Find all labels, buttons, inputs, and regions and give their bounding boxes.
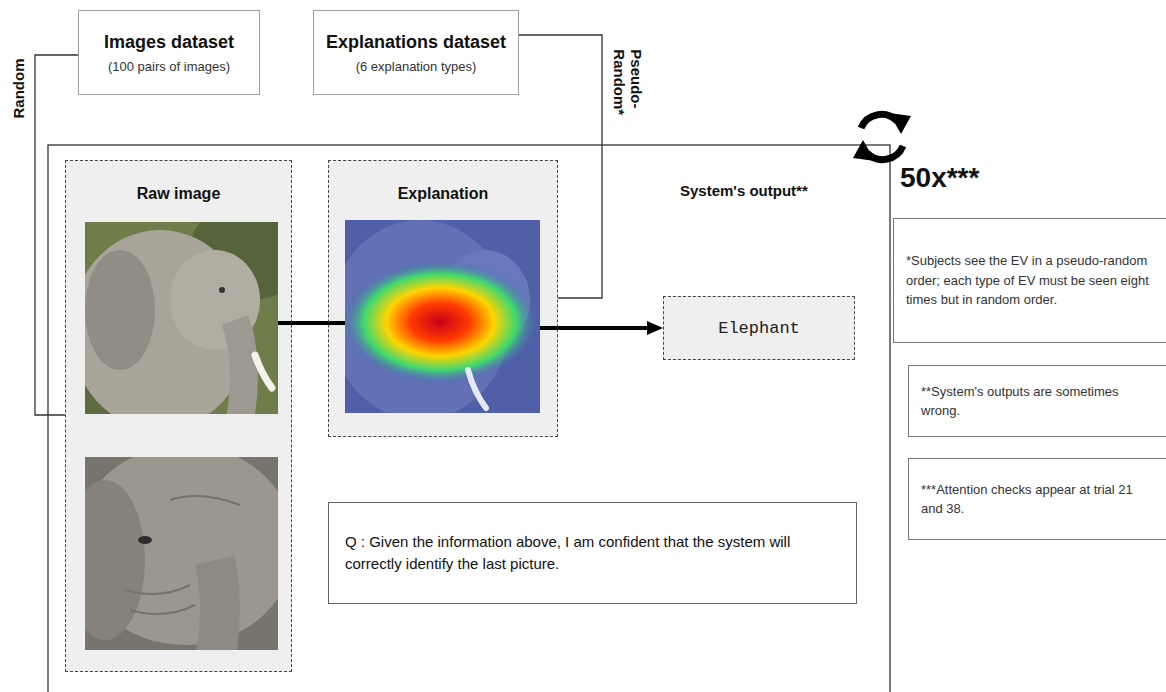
node-subtext: (6 explanation types)	[356, 59, 477, 74]
repeat-arrowhead	[889, 113, 911, 134]
trial-frame	[48, 145, 890, 692]
image-panel: Raw image	[65, 160, 292, 672]
node-text: **System's outputs are sometimes wrong.	[921, 382, 1155, 421]
node-text: Elephant	[718, 319, 800, 338]
node-text: *Subjects see the EV in a pseudo-random …	[906, 251, 1155, 310]
elephant-ear	[85, 480, 145, 640]
dataset-box: Explanations dataset (6 explanation types…	[313, 10, 519, 95]
elephant-tusk	[468, 370, 486, 408]
connector-line	[35, 55, 78, 415]
elephant-eye	[138, 536, 152, 544]
footnote-box: ***Attention checks appear at trial 21 a…	[908, 458, 1166, 540]
node-text: Explanations dataset	[326, 32, 506, 53]
elephant-photo	[85, 457, 278, 650]
node-text: Q : Given the information above, I am co…	[345, 531, 840, 575]
panel-fill	[328, 160, 558, 437]
heatmap-explanation	[345, 220, 540, 413]
skin-wrinkles	[125, 496, 240, 614]
connector-line	[278, 321, 345, 325]
connector-line	[519, 35, 602, 298]
node-text: Explanation	[329, 185, 557, 203]
elephant-trunk	[215, 560, 220, 650]
elephant-ear	[85, 250, 155, 370]
repeat-icon	[853, 113, 911, 161]
node-text: Images dataset	[104, 32, 234, 53]
footnote-box: *Subjects see the EV in a pseudo-random …	[893, 218, 1166, 343]
node-subtext: (100 pairs of images)	[108, 59, 230, 74]
column-heading: System's output**	[680, 182, 808, 199]
dataset-box: Images dataset (100 pairs of images)	[78, 10, 260, 95]
question-box: Q : Given the information above, I am co…	[328, 502, 857, 604]
footnote-box: **System's outputs are sometimes wrong.	[908, 365, 1166, 437]
elephant-photo	[85, 222, 278, 414]
output-box: Elephant	[663, 296, 855, 360]
node-text: ***Attention checks appear at trial 21 a…	[921, 480, 1155, 519]
explanation-panel: Explanation	[328, 160, 558, 437]
elephant-tusk	[255, 355, 272, 388]
elephant-trunk	[235, 320, 244, 414]
elephant-eye	[219, 287, 225, 293]
repeat-count: 50x***	[900, 162, 979, 194]
connector-arrow	[540, 326, 653, 330]
flow-label: Random	[10, 58, 27, 118]
heat-region	[345, 260, 538, 384]
repeat-arrowhead	[853, 140, 875, 161]
flow-label: Pseudo- Random*	[611, 49, 646, 115]
node-text: Raw image	[66, 185, 291, 203]
